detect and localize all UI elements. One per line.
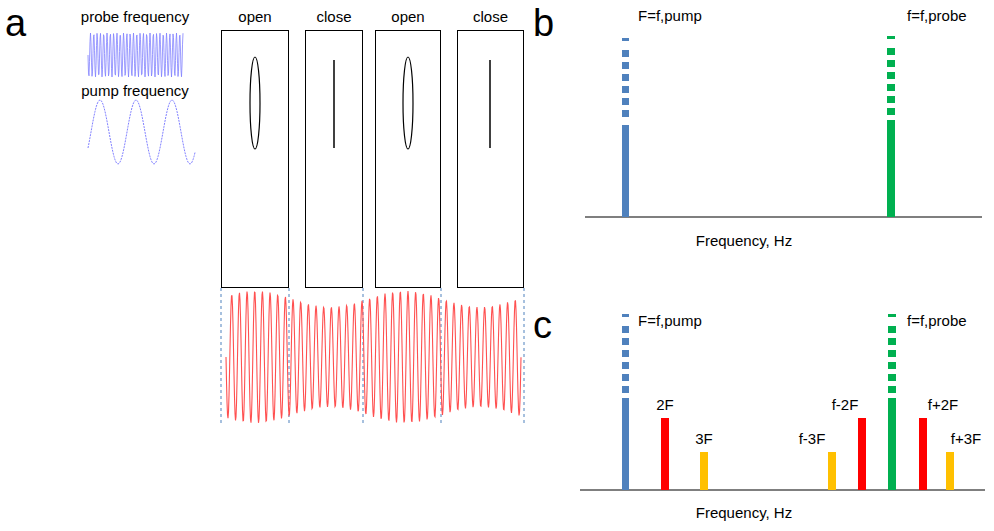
figure-label: 2F (656, 397, 674, 412)
figure-label: f=f,probe (907, 313, 967, 328)
panel-letter: a (5, 4, 26, 42)
figure-label: F=f,pump (638, 313, 702, 328)
figure-label: f+3F (951, 431, 981, 446)
probe-waveform (88, 33, 183, 77)
figure-label: F=f,pump (638, 8, 702, 23)
figure-label: Frequency, Hz (696, 233, 792, 248)
figure-label: f-2F (832, 397, 859, 412)
state-label: open (391, 9, 424, 24)
state-label: open (238, 9, 271, 24)
cell-box: close (457, 30, 524, 288)
figure-label: probe frequency (81, 9, 189, 24)
panel-letter: c (533, 306, 552, 344)
cell-box: close (305, 30, 363, 288)
guide-lines (221, 288, 524, 425)
cell-box: open (221, 30, 289, 288)
figure-label: pump frequency (81, 83, 189, 98)
spectral-peaks (622, 36, 954, 490)
panel-letter: b (533, 4, 554, 42)
figure-label: f-3F (799, 431, 826, 446)
modulated-signal (226, 291, 521, 423)
state-label: close (316, 9, 351, 24)
pump-waveform (88, 100, 195, 164)
open-cell-ellipse (250, 57, 260, 149)
cell-box: open (375, 30, 441, 288)
frequency-axis (585, 216, 982, 217)
figure-label: Frequency, Hz (696, 505, 792, 520)
figure-label: f+2F (928, 397, 958, 412)
closed-cell-line (333, 60, 335, 148)
figure-label: f=f,probe (907, 8, 967, 23)
closed-cell-line (489, 60, 491, 148)
state-label: close (473, 9, 508, 24)
open-cell-ellipse (403, 57, 413, 149)
figure-label: 3F (695, 431, 713, 446)
